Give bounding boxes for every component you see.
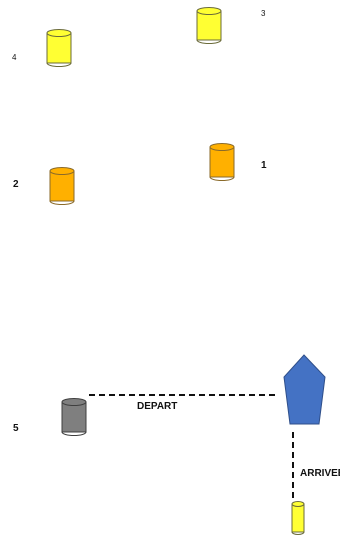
buoy-4-label: 4 [12,53,17,62]
buoy-1-label: 1 [261,160,267,171]
buoy-1 [209,143,235,181]
buoy-3-label: 3 [261,9,266,18]
buoy-2-label: 2 [13,179,19,190]
buoy-5 [61,398,87,436]
buoy-2 [49,167,75,205]
buoy-4 [46,29,72,67]
buoy-3 [196,7,222,44]
buoy-5-label: 5 [13,423,19,434]
finish-buoy [291,501,305,535]
arrive-label: ARRIVEE [300,469,340,479]
committee-boat-icon [283,354,326,425]
depart-label: DEPART [137,401,178,412]
